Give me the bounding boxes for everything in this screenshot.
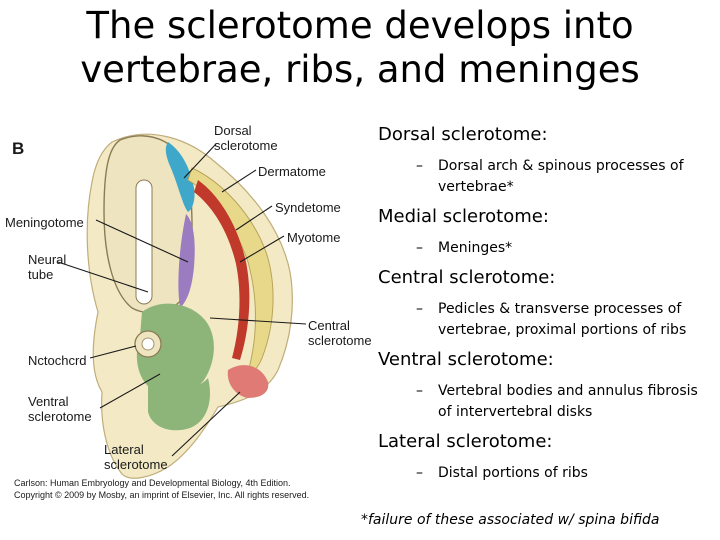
label-myotome: Myotome <box>287 230 340 245</box>
label-dorsal-sclerotome-1: Dorsal <box>214 123 252 138</box>
label-meningotome: Meningotome <box>5 215 84 230</box>
lateral-sclerotome-shape <box>227 365 269 398</box>
bullet-heading: Dorsal sclerotome: <box>378 124 548 145</box>
label-notochord: Nctochcrd <box>28 353 87 368</box>
label-central-sclerotome-2: sclerotome <box>308 333 372 348</box>
figure-credit-line-1: Carlson: Human Embryology and Developmen… <box>14 478 290 488</box>
myotome-shape <box>194 180 250 360</box>
title-line-2: vertebrae, ribs, and meninges <box>80 48 640 91</box>
bullet-heading: Central sclerotome: <box>378 267 556 288</box>
bullet-heading: Medial sclerotome: <box>378 206 549 227</box>
bullet-item: Lateral sclerotome: Distal portions of r… <box>378 431 714 484</box>
label-dorsal-sclerotome-2: sclerotome <box>214 138 278 153</box>
label-ventral-sclerotome-2: sclerotome <box>28 409 92 424</box>
label-lateral-sclerotome-2: sclerotome <box>104 457 168 472</box>
label-dermatome: Dermatome <box>258 164 326 179</box>
central-sclerotome-shape <box>136 303 214 395</box>
bullet-detail: Distal portions of ribs <box>416 463 714 484</box>
leader-lines <box>57 143 307 457</box>
label-neural-tube-2: tube <box>28 267 53 282</box>
bullet-detail: Pedicles & transverse processes of verte… <box>416 299 714 341</box>
dorsal-sclerotome-shape <box>165 142 195 212</box>
label-central-sclerotome-1: Central <box>308 318 350 333</box>
panel-letter: B <box>12 139 24 158</box>
bullet-item: Central sclerotome: Pedicles & transvers… <box>378 267 714 341</box>
sclerotome-diagram-svg: B Dorsal sclerotome Dermatome Syndetome … <box>5 123 372 500</box>
label-ventral-sclerotome-1: Ventral <box>28 394 69 409</box>
bullet-heading: Lateral sclerotome: <box>378 431 553 452</box>
bullet-list: Dorsal sclerotome: Dorsal arch & spinous… <box>378 124 714 484</box>
bullet-detail: Vertebral bodies and annulus fibrosis of… <box>416 381 714 423</box>
ventral-sclerotome-shape <box>148 378 210 431</box>
bullet-heading: Ventral sclerotome: <box>378 349 554 370</box>
bullet-detail: Meninges* <box>416 238 714 259</box>
label-syndetome: Syndetome <box>275 200 341 215</box>
bullet-item: Dorsal sclerotome: Dorsal arch & spinous… <box>378 124 714 198</box>
sclerotome-diagram: B Dorsal sclerotome Dermatome Syndetome … <box>0 122 390 506</box>
notochord-core <box>141 337 155 351</box>
figure-credit-line-2: Copyright © 2009 by Mosby, an imprint of… <box>14 490 309 500</box>
label-lateral-sclerotome-1: Lateral <box>104 442 144 457</box>
label-neural-tube-1: Neural <box>28 252 66 267</box>
title-line-1: The sclerotome develops into <box>86 4 634 47</box>
slide-title: The sclerotome develops into vertebrae, … <box>0 4 720 92</box>
bullet-detail: Dorsal arch & spinous processes of verte… <box>416 156 714 198</box>
footnote: *failure of these associated w/ spina bi… <box>361 512 660 528</box>
bullet-item: Medial sclerotome: Meninges* <box>378 206 714 259</box>
bullet-item: Ventral sclerotome: Vertebral bodies and… <box>378 349 714 423</box>
